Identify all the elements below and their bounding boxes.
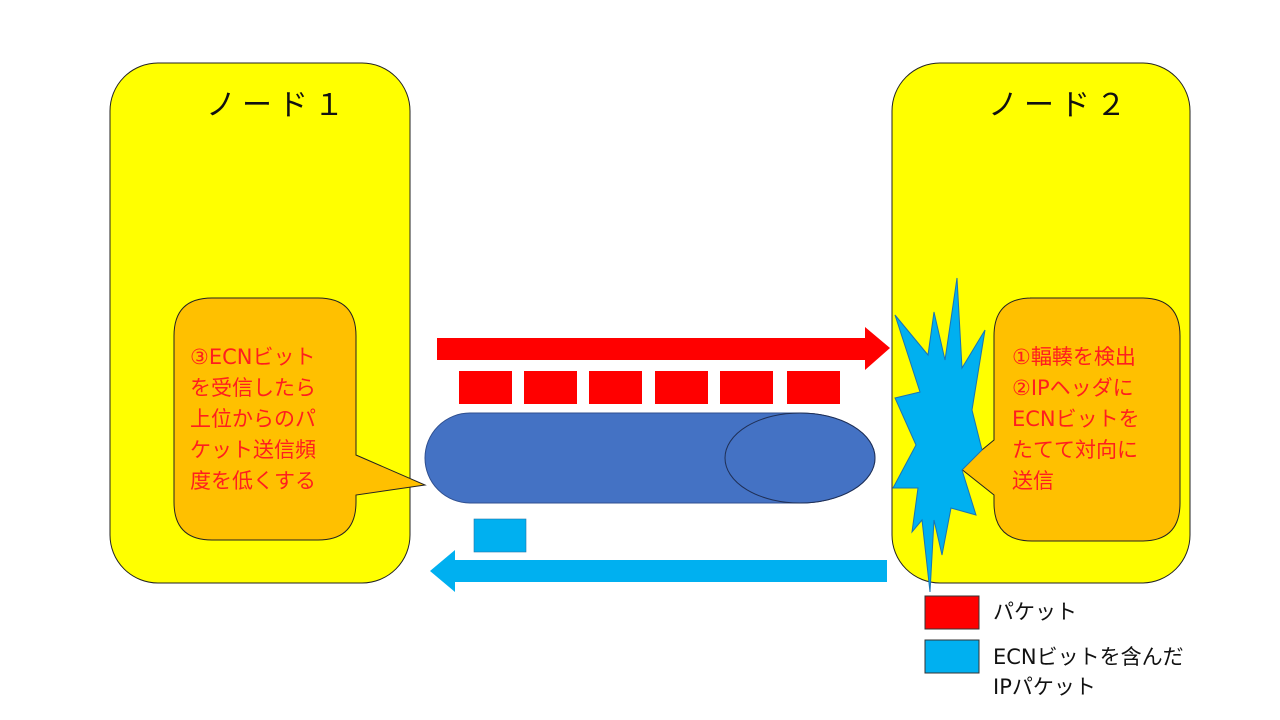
node1-callout-text: ③ECNビット を受信したら 上位からのパ ケット送信頻 度を低くする	[190, 345, 316, 493]
node1-title: ノード１	[206, 88, 350, 123]
packet	[459, 371, 512, 404]
packet	[589, 371, 642, 404]
packet	[524, 371, 577, 404]
node2-callout	[959, 297, 1181, 542]
node2-callout-text: ①輻輳を検出 ②IPヘッダに ECNビットを たてて対向に 送信	[1012, 345, 1140, 493]
link-pipe	[424, 412, 876, 504]
legend-packet-swatch	[924, 595, 980, 630]
return-arrow	[430, 550, 887, 592]
packet	[720, 371, 773, 404]
packet-row	[459, 371, 840, 404]
node2-title: ノード２	[988, 88, 1132, 123]
forward-arrow	[437, 327, 890, 370]
congestion-burst-icon	[892, 277, 986, 593]
ecn-packet	[473, 518, 527, 553]
packet	[787, 371, 840, 404]
legend-ecn-swatch	[924, 639, 980, 674]
node1-callout	[173, 297, 427, 541]
packet	[655, 371, 708, 404]
legend-packet-label: パケット	[993, 600, 1077, 624]
legend-ecn-label: ECNビットを含んだ IPパケット	[993, 645, 1184, 699]
